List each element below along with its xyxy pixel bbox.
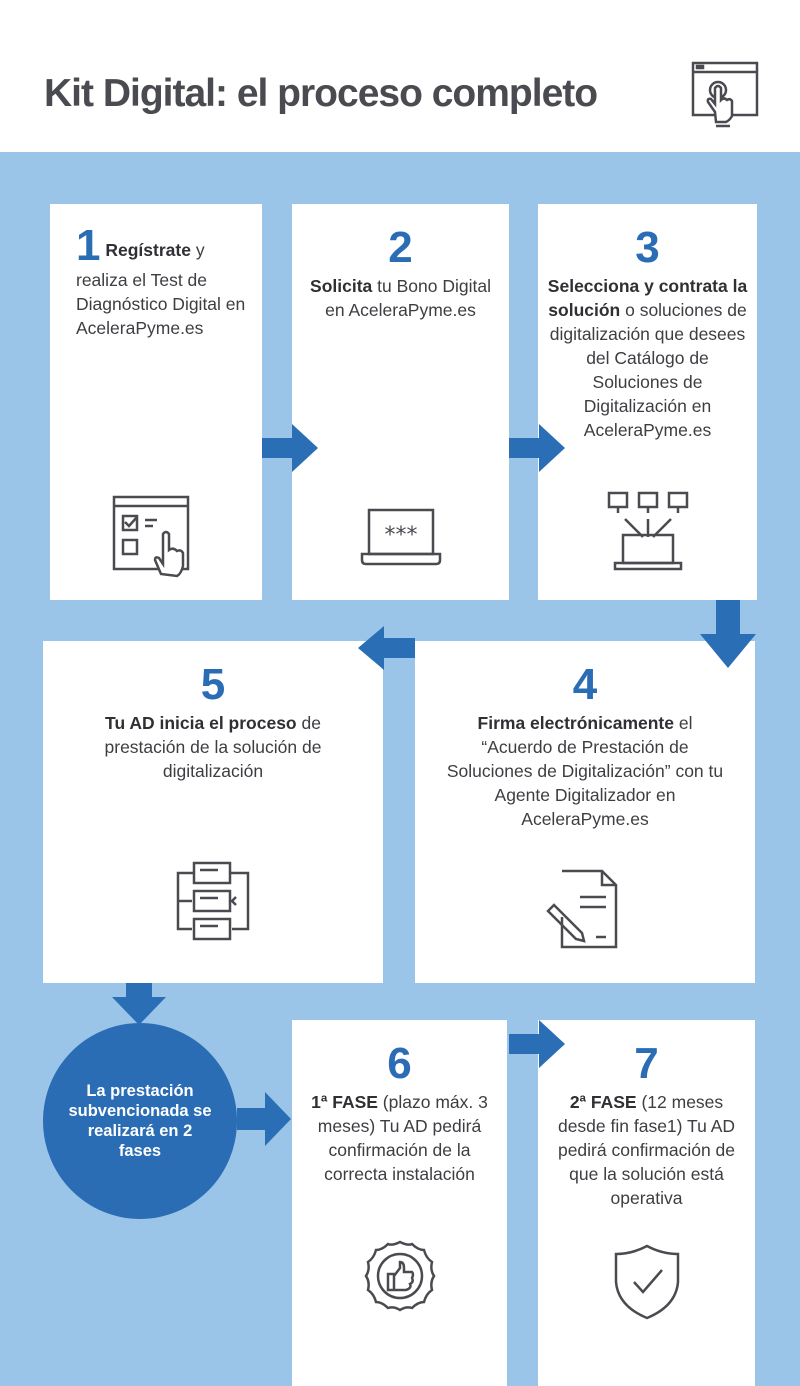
step-number: 5 [200, 660, 226, 709]
step-bold-text: Solicita [310, 276, 373, 296]
document-sign-icon [546, 869, 618, 949]
laptop-password-icon: *** [360, 508, 441, 566]
step-7-card: 7 2ª FASE (12 meses desde fin fase1) Tu … [538, 1020, 755, 1386]
step-number: 2 [388, 223, 413, 272]
step-number: 1 [76, 221, 101, 270]
step-bold-text: 1ª FASE [311, 1092, 378, 1112]
step-number: 7 [634, 1039, 659, 1088]
arrow-right-icon [509, 1020, 565, 1068]
thumbs-up-badge-icon [363, 1240, 436, 1312]
step-1-card: 1 Regístrate y realiza el Test de Diagnó… [50, 204, 262, 600]
arrow-right-icon [509, 424, 565, 472]
process-flow-icon [176, 861, 250, 941]
header: Kit Digital: el proceso completo [0, 0, 800, 152]
step-4-card: 4 Firma electrónicamente el “Acuerdo de … [415, 641, 755, 983]
phases-circle: La prestación subvencionada se realizará… [43, 1023, 237, 1219]
step-text: y realiza el Test de Diagnóstico Digital… [76, 240, 246, 338]
arrow-right-icon [237, 1092, 291, 1146]
arrow-down-icon [112, 983, 166, 1025]
arrow-left-icon [358, 626, 415, 670]
step-text: o soluciones de digitalización que desee… [549, 300, 747, 440]
network-laptop-icon [607, 491, 688, 571]
step-bold-text: Firma electrónicamente [477, 713, 674, 733]
step-number: 6 [387, 1039, 412, 1088]
step-text: (plazo máx. 3 meses) Tu AD pedirá confir… [317, 1092, 488, 1184]
step-text: el “Acuerdo de Prestación de Soluciones … [446, 713, 724, 829]
step-text: tu Bono Digital en AceleraPyme.es [325, 276, 491, 320]
step-5-card: 5 Tu AD inicia el proceso de prestación … [43, 641, 383, 983]
step-number: 4 [572, 660, 598, 709]
step-bold-text: Selecciona y contrata la solución [547, 276, 748, 320]
step-6-card: 6 1ª FASE (plazo máx. 3 meses) Tu AD ped… [292, 1020, 507, 1386]
browser-click-icon [691, 61, 759, 128]
checklist-touch-icon [112, 495, 190, 578]
step-number: 3 [635, 223, 660, 272]
arrow-down-icon [700, 600, 756, 668]
step-bold-text: 2ª FASE [569, 1092, 637, 1112]
arrow-right-icon [262, 424, 318, 472]
step-bold-text: Tu AD inicia el proceso [105, 713, 297, 733]
svg-text:***: *** [384, 523, 417, 548]
step-text: (12 meses desde fin fase1) Tu AD pedirá … [557, 1092, 736, 1208]
step-bold-text: Regístrate [105, 240, 191, 260]
step-text: de prestación de la solución de digitali… [104, 713, 322, 781]
page-title: Kit Digital: el proceso completo [44, 72, 598, 115]
step-3-card: 3 Selecciona y contrata la solución o so… [538, 204, 757, 600]
step-2-card: 2 Solicita tu Bono Digital en AceleraPym… [292, 204, 509, 600]
shield-check-icon [614, 1244, 679, 1320]
